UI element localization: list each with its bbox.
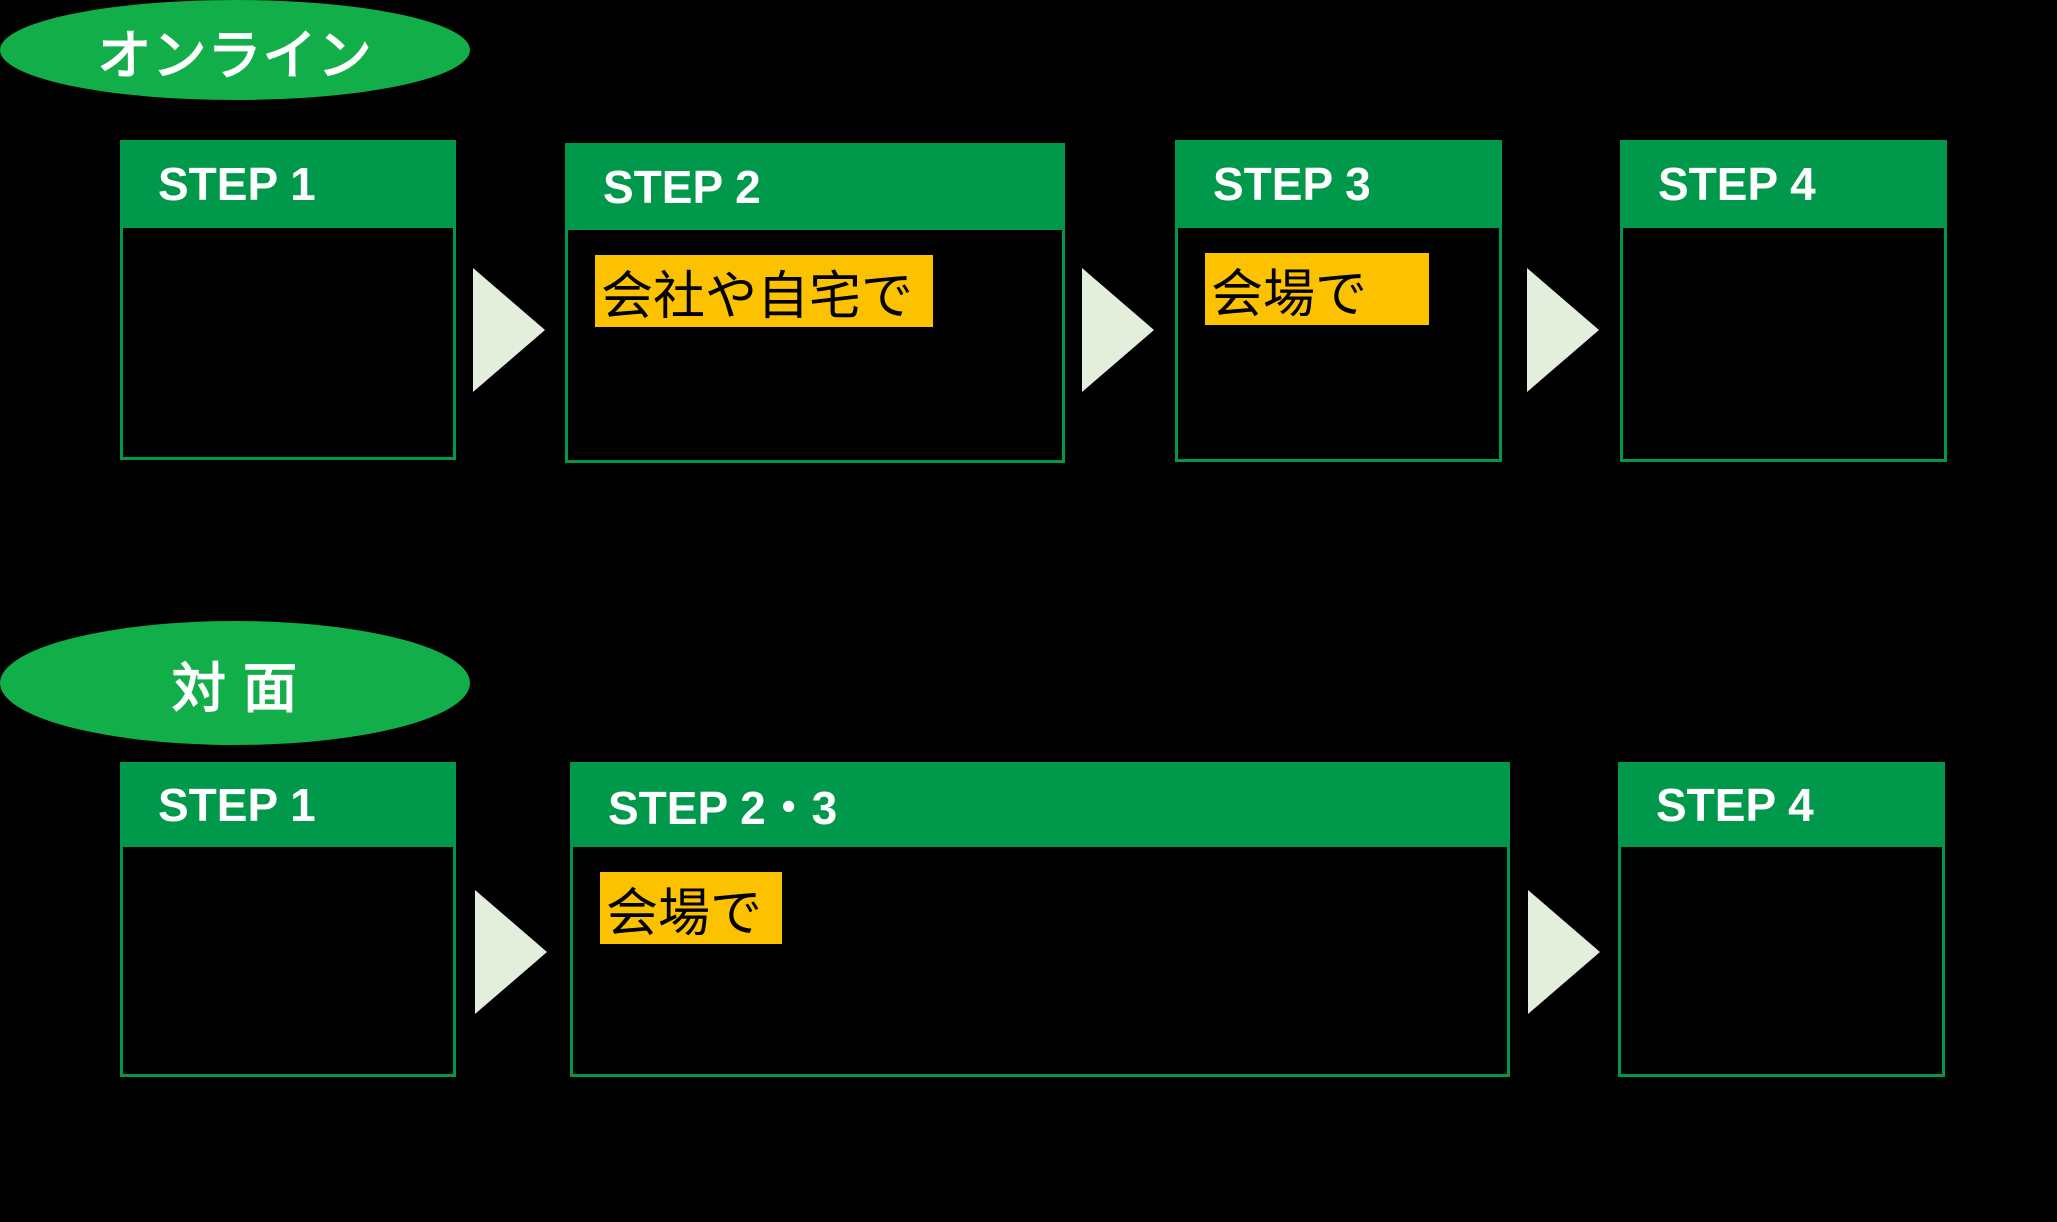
online-step-1-body — [120, 228, 456, 460]
online-step-1-header-label: STEP 1 — [158, 158, 316, 210]
section-badge-online-label: オンライン — [97, 25, 373, 86]
arrow-right-icon — [475, 890, 547, 1014]
inperson-step-4-body — [1618, 847, 1945, 1077]
arrow-right-icon — [1528, 890, 1600, 1014]
inperson-step-1-card[interactable]: STEP 1 — [120, 762, 456, 1077]
online-step-2-header-label: STEP 2 — [603, 160, 761, 213]
online-step-3-card[interactable]: STEP 3 会場で — [1175, 140, 1502, 462]
online-step-3-tag-label: 会場で — [1211, 265, 1368, 324]
online-step-2-header: STEP 2 — [565, 143, 1065, 230]
arrow-right-icon — [1082, 268, 1154, 392]
inperson-step-1-body — [120, 847, 456, 1077]
inperson-step-23-header-label: STEP 2・3 — [608, 781, 838, 834]
inperson-step-23-body: 会場で — [570, 847, 1510, 1077]
inperson-step-4-header: STEP 4 — [1618, 762, 1945, 847]
online-step-4-body — [1620, 228, 1947, 462]
online-step-2-tag-label: 会社や自宅で — [601, 267, 914, 326]
online-step-3-body: 会場で — [1175, 228, 1502, 462]
online-step-1-card[interactable]: STEP 1 — [120, 140, 456, 460]
online-step-2-tag: 会社や自宅で — [595, 255, 933, 327]
online-step-4-header-label: STEP 4 — [1658, 158, 1816, 210]
online-step-3-header-label: STEP 3 — [1213, 158, 1371, 210]
online-step-4-header: STEP 4 — [1620, 140, 1947, 228]
online-step-2-body: 会社や自宅で — [565, 230, 1065, 463]
inperson-step-23-tag: 会場で — [600, 872, 782, 944]
inperson-step-23-header: STEP 2・3 — [570, 762, 1510, 847]
section-badge-online: オンライン — [0, 0, 470, 100]
arrow-right-icon — [1527, 268, 1599, 392]
inperson-step-23-tag-label: 会場で — [606, 884, 763, 943]
inperson-step-4-header-label: STEP 4 — [1656, 778, 1814, 831]
online-step-3-tag: 会場で — [1205, 253, 1429, 325]
inperson-step-1-header-label: STEP 1 — [158, 778, 316, 831]
inperson-step-23-card[interactable]: STEP 2・3 会場で — [570, 762, 1510, 1077]
online-step-3-header: STEP 3 — [1175, 140, 1502, 228]
section-badge-in-person-label: 対 面 — [171, 658, 299, 719]
arrow-right-icon — [473, 268, 545, 392]
online-step-2-card[interactable]: STEP 2 会社や自宅で — [565, 143, 1065, 463]
online-step-1-header: STEP 1 — [120, 140, 456, 228]
section-badge-in-person: 対 面 — [0, 621, 470, 745]
inperson-step-4-card[interactable]: STEP 4 — [1618, 762, 1945, 1077]
inperson-step-1-header: STEP 1 — [120, 762, 456, 847]
online-step-4-card[interactable]: STEP 4 — [1620, 140, 1947, 462]
